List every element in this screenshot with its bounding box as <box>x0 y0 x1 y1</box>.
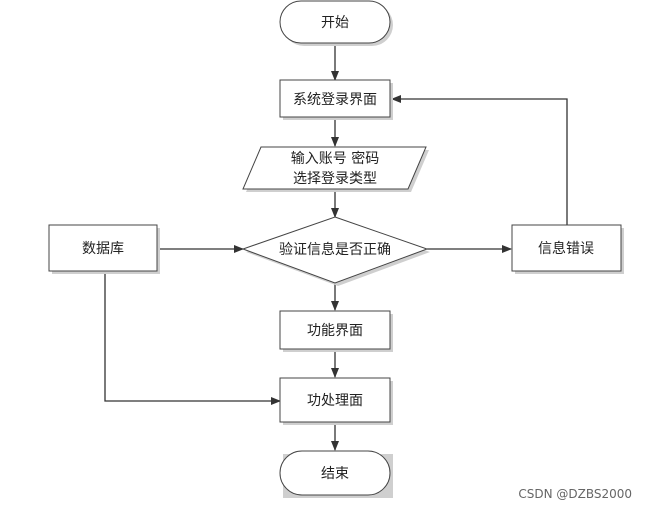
function-node: 功能界面 <box>279 310 393 352</box>
database-label: 数据库 <box>82 241 124 257</box>
input-label-line2: 选择登录类型 <box>293 171 377 187</box>
edge-error-login <box>391 95 568 225</box>
error-label: 信息错误 <box>538 240 594 257</box>
database-node: 数据库 <box>48 224 160 274</box>
start-label: 开始 <box>321 15 349 31</box>
end-label: 结束 <box>321 466 349 482</box>
verify-node: 验证信息是否正确 <box>241 216 430 286</box>
edge-database-process <box>104 273 281 405</box>
error-node: 信息错误 <box>511 224 624 274</box>
watermark: CSDN @DZBS2000 <box>518 487 632 501</box>
process-node: 功处理面 <box>279 377 393 425</box>
input-label-line1: 输入账号 密码 <box>291 150 379 167</box>
process-label: 功处理面 <box>307 393 363 409</box>
login-label: 系统登录界面 <box>293 92 377 108</box>
start-node: 开始 <box>279 0 393 46</box>
verify-label: 验证信息是否正确 <box>279 241 391 258</box>
input-node: 输入账号 密码 选择登录类型 <box>242 146 429 192</box>
login-node: 系统登录界面 <box>279 79 393 120</box>
end-node: 结束 <box>279 450 393 498</box>
function-label: 功能界面 <box>307 323 363 339</box>
